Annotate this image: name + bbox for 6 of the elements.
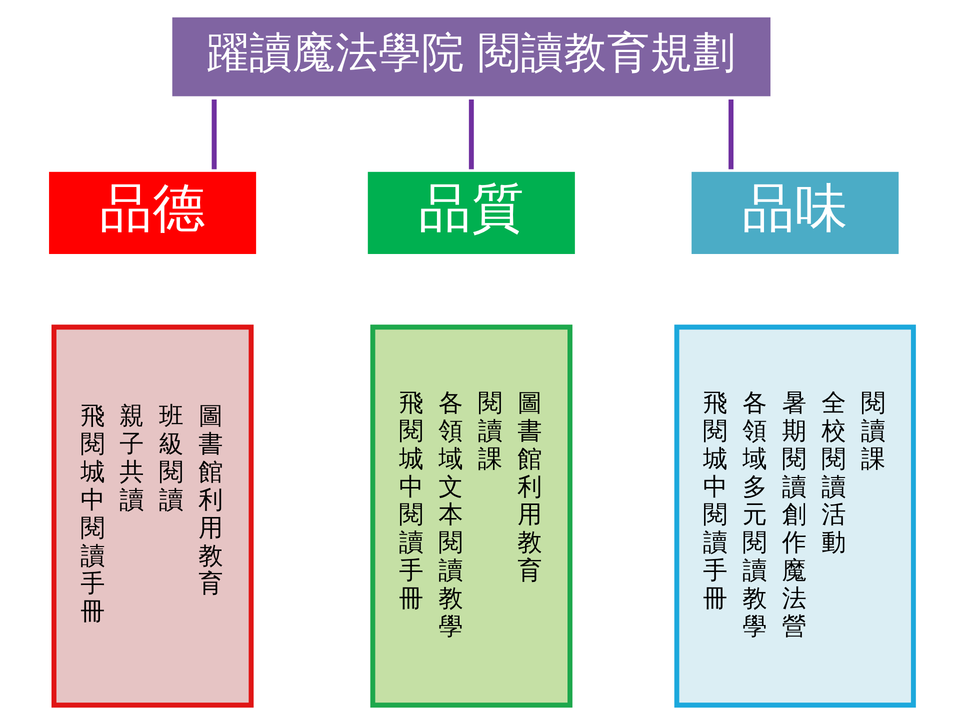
connector [728,99,734,170]
connector [468,99,474,170]
node-box: 飛閱城中閱讀手冊 各領域多元閱讀教學 暑期閱讀創作魔法營 全校閱讀活動 閱讀課 [674,324,916,708]
node-box: 飛閱城中閱讀手冊 各領域文本閱讀教學 閱讀課 圖書館利用教育 [370,324,572,708]
node-box: 飛閱城中閱讀手冊 親子共讀 班級閱讀 圖書館利用教育 [52,324,254,708]
connector [212,99,217,170]
